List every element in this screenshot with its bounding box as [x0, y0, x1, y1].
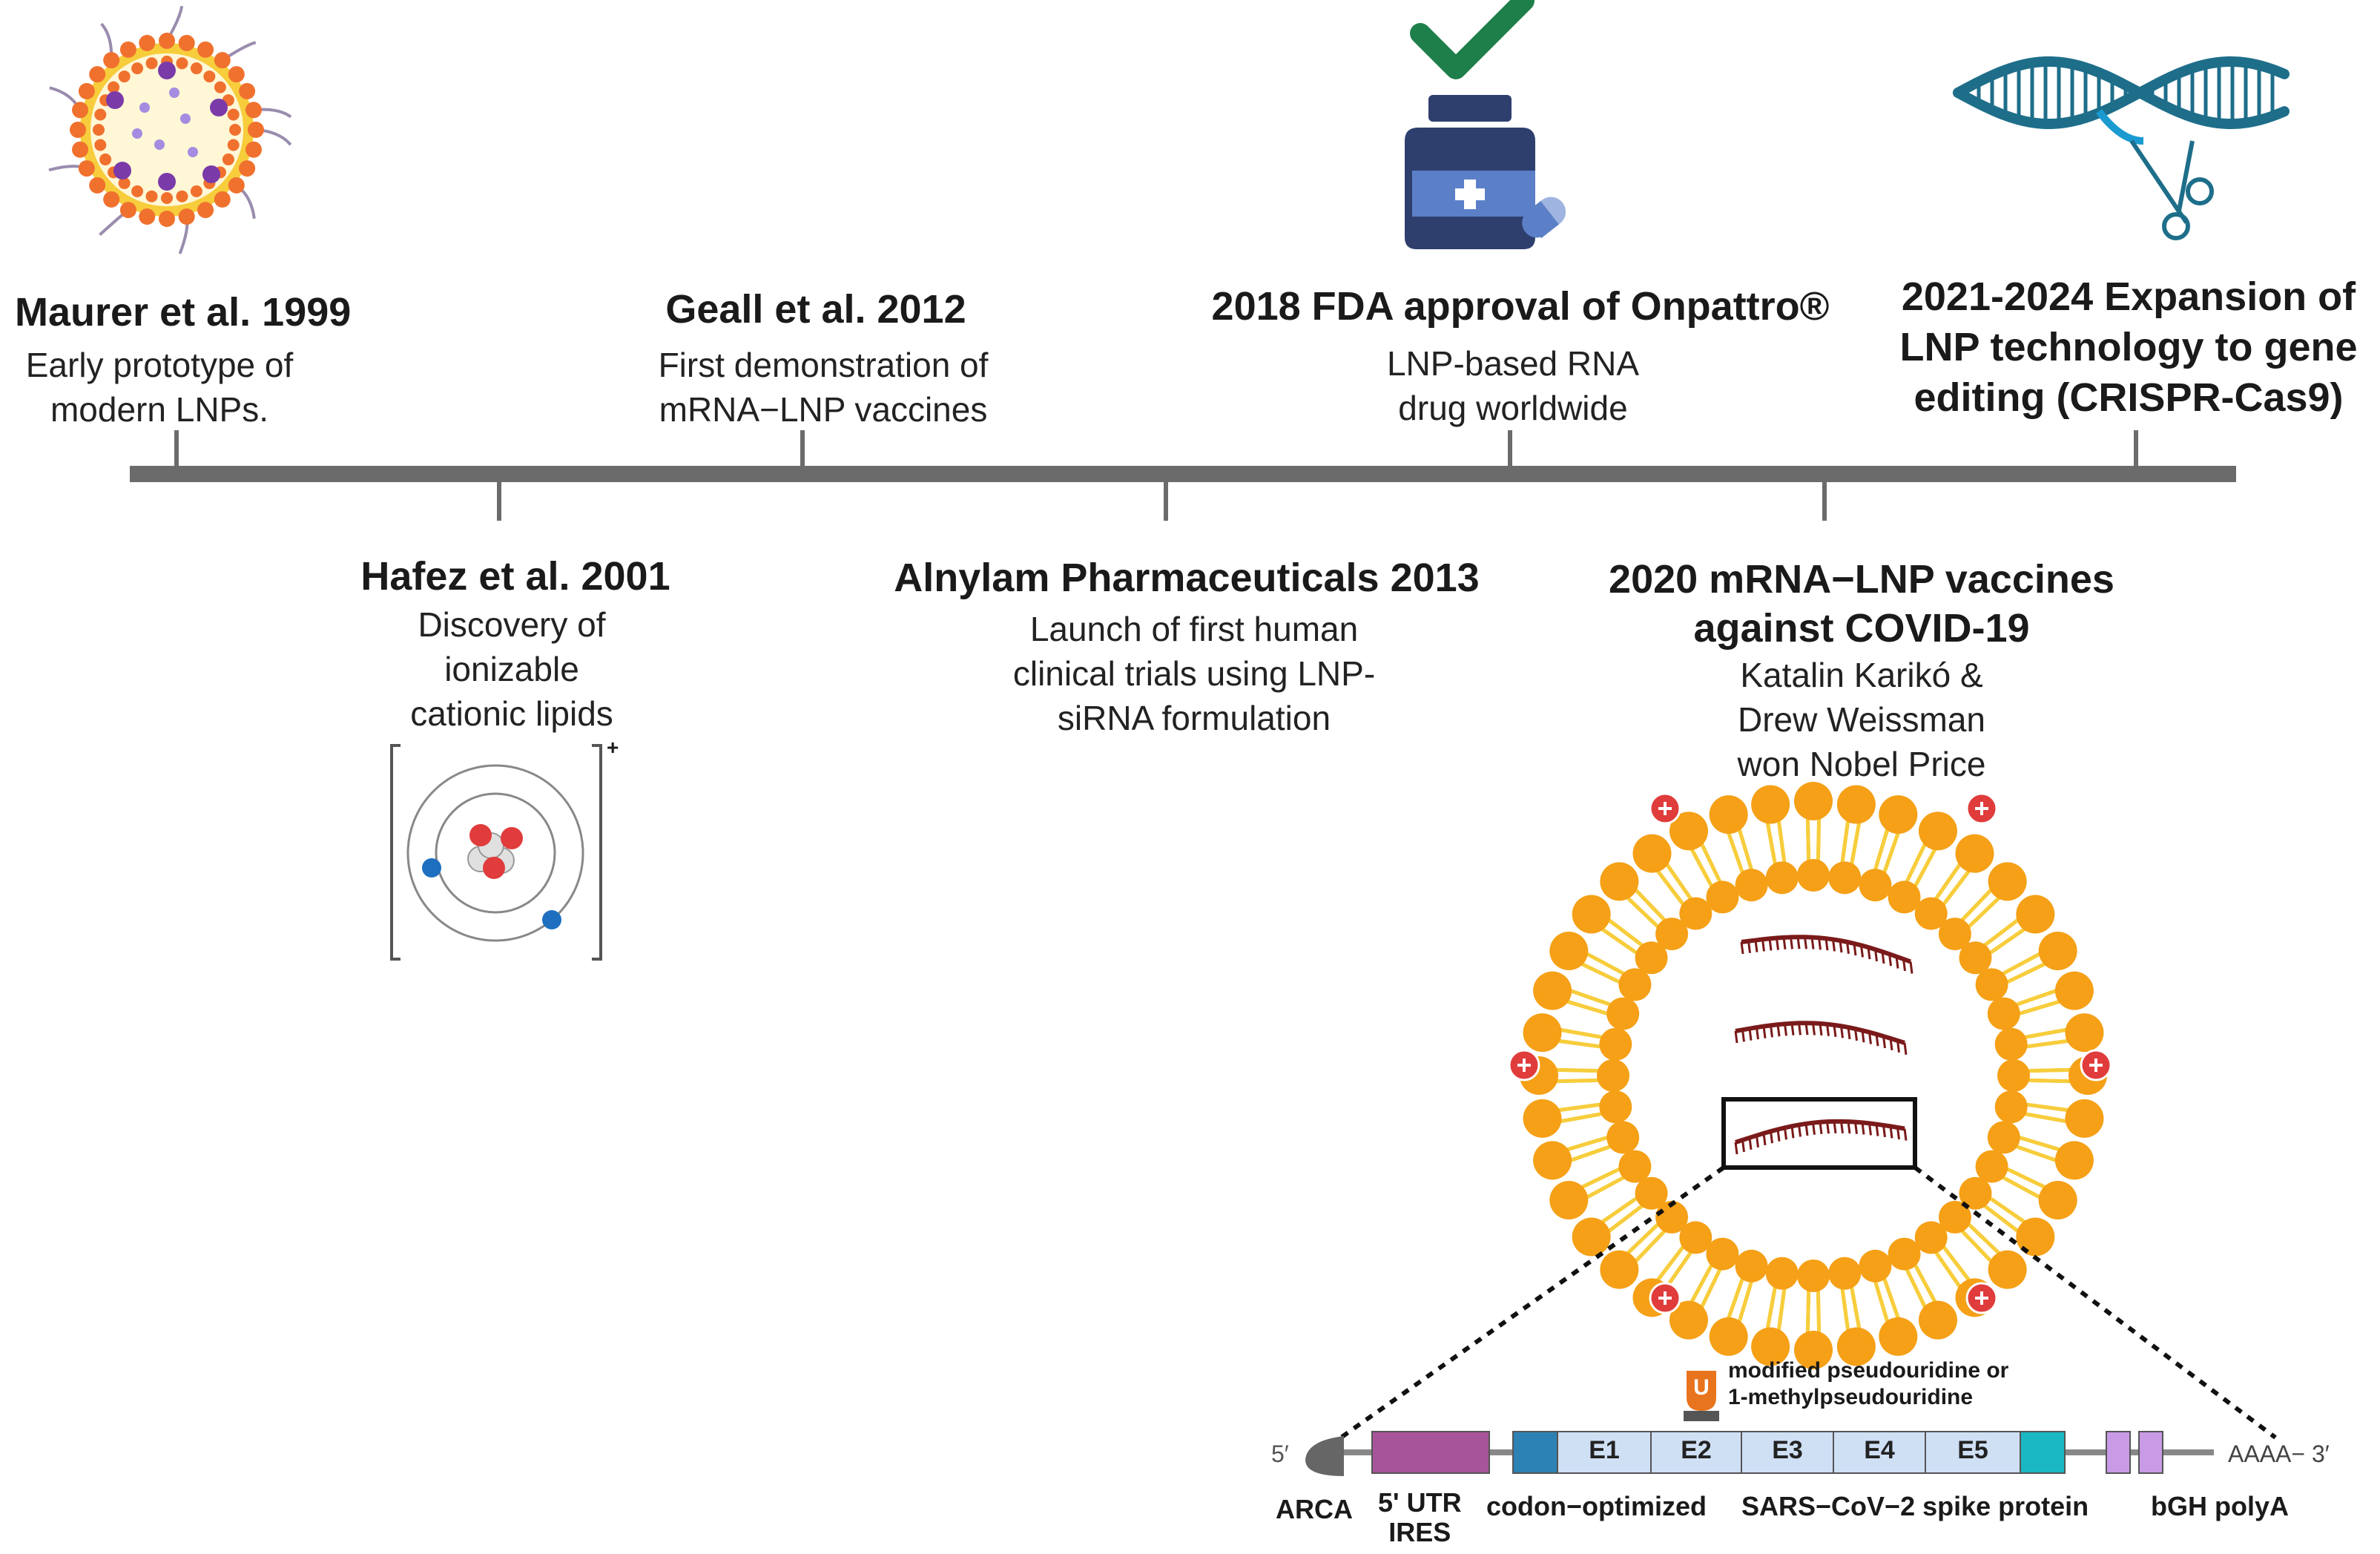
arca-label: ARCA	[1276, 1494, 1353, 1524]
dna-scissors-icon	[1953, 56, 2290, 240]
timeline-bar	[130, 466, 2236, 482]
mrna-strands	[1734, 935, 1913, 1155]
mod-u-letter: U	[1693, 1375, 1710, 1400]
spike-label: SARS−CoV−2 spike protein	[1741, 1491, 2089, 1521]
event-title-geall: Geall et al. 2012	[665, 287, 966, 332]
zoom-box	[1721, 1097, 1917, 1170]
arca-cap	[1305, 1436, 1344, 1476]
event-title-onpattro: 2018 FDA approval of Onpattro®	[1211, 284, 1830, 329]
atom-charge: +	[607, 736, 619, 759]
exon-label: E2	[1681, 1436, 1712, 1464]
event-title-hafez: Hafez et al. 2001	[360, 554, 670, 599]
polya-block-2	[2138, 1431, 2163, 1474]
timeline-ticks	[174, 430, 2138, 521]
utr-block	[1371, 1431, 1490, 1474]
polya-block-1	[2106, 1431, 2131, 1474]
capsule-icon	[1522, 197, 1566, 238]
atom-icon	[390, 744, 602, 961]
codon-block	[1512, 1431, 1558, 1474]
lnp-prototype-icon	[48, 5, 292, 254]
three-prime-label: AAAA− 3′	[2228, 1441, 2330, 1467]
event-title-alnylam: Alnylam Pharmaceuticals 2013	[894, 556, 1480, 600]
exon-label: E4	[1864, 1436, 1895, 1464]
medicine-bottle-icon	[1405, 95, 1535, 249]
polya-label: bGH polyA	[2151, 1491, 2289, 1521]
exon-label: E3	[1772, 1436, 1803, 1464]
exon-label: E5	[1957, 1436, 1988, 1464]
checkmark-icon	[1410, 0, 1535, 79]
lnp-particle-icon	[1508, 782, 2112, 1369]
exon-label: E1	[1589, 1436, 1620, 1464]
exon-row: E1 E2 E3 E4 E5	[1557, 1436, 2020, 1469]
mrna-construct	[1305, 1371, 2214, 1476]
event-title-maurer: Maurer et al. 1999	[15, 290, 352, 335]
cyan-block	[2020, 1431, 2066, 1474]
codon-label: codon−optimized	[1486, 1491, 1707, 1521]
five-prime-label: 5′	[1271, 1441, 1289, 1467]
